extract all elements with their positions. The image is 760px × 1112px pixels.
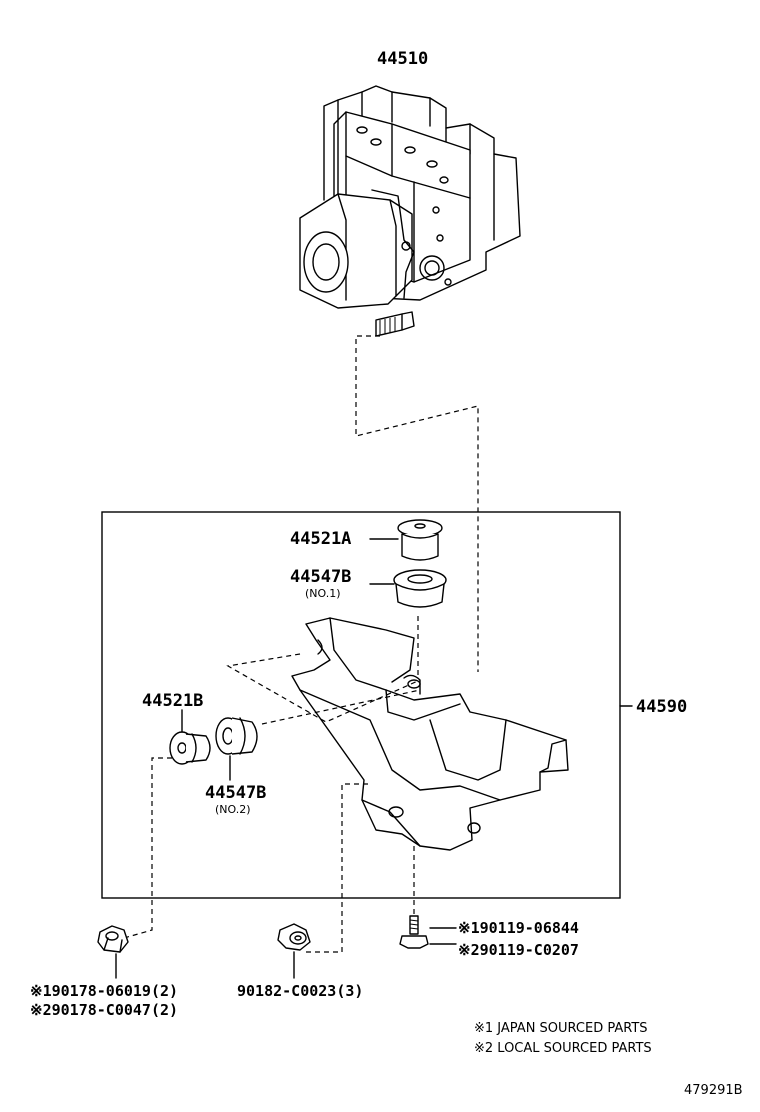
label-44521a: 44521A bbox=[290, 529, 351, 549]
note-local-sourced: ※2 LOCAL SOURCED PARTS bbox=[474, 1041, 652, 1056]
bracket-assy-frame bbox=[101, 511, 621, 899]
label-no2: (NO.2) bbox=[215, 803, 251, 816]
collar-44521b-drawing bbox=[169, 731, 211, 765]
note-japan-sourced: ※1 JAPAN SOURCED PARTS bbox=[474, 1021, 648, 1036]
label-no1: (NO.1) bbox=[305, 587, 341, 600]
nut-90178-drawing bbox=[97, 925, 129, 953]
label-nut-center: 90182-C0023(3) bbox=[237, 982, 363, 1000]
bolt-90119-drawing bbox=[399, 915, 429, 949]
label-44590: 44590 bbox=[636, 697, 687, 717]
label-44510: 44510 bbox=[377, 49, 428, 69]
cushion-44547b-no1-drawing bbox=[393, 569, 447, 608]
bracket-drawing bbox=[291, 617, 569, 851]
label-bolt-2: ※290119-C0207 bbox=[458, 941, 579, 959]
label-nut-left-2: ※290178-C0047(2) bbox=[30, 1001, 178, 1019]
label-44521b: 44521B bbox=[142, 691, 203, 711]
abs-actuator-drawing bbox=[299, 85, 521, 337]
label-nut-left-1: ※190178-06019(2) bbox=[30, 982, 178, 1000]
cushion-44547b-no2-drawing bbox=[215, 717, 258, 755]
label-44547b-no2: 44547B bbox=[205, 783, 266, 803]
diagram-id: 479291B bbox=[684, 1083, 743, 1098]
label-bolt-1: ※190119-06844 bbox=[458, 919, 579, 937]
guide-line-actuator bbox=[355, 335, 479, 672]
nut-90182-drawing bbox=[277, 923, 311, 951]
label-44547b-no1: 44547B bbox=[290, 567, 351, 587]
collar-44521a-drawing bbox=[397, 519, 443, 561]
